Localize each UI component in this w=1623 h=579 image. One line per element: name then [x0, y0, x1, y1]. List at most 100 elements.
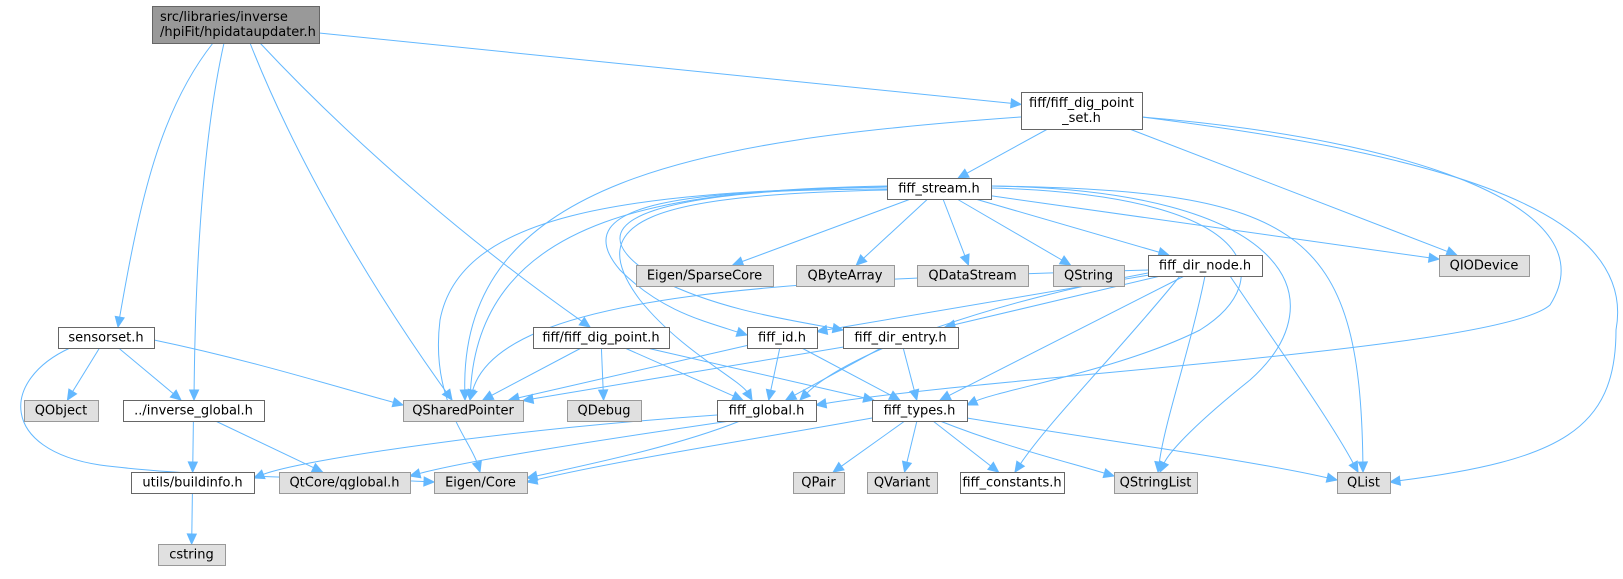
arrowhead — [1357, 461, 1369, 474]
node-label: cstring — [169, 548, 213, 563]
edge-line — [793, 347, 882, 397]
edge-line — [824, 116, 1562, 405]
edge-direntry-to-fiffglobal — [784, 347, 882, 401]
node-constants[interactable]: fiff_constants.h — [960, 472, 1065, 494]
node-box — [717, 400, 817, 422]
node-box — [279, 472, 411, 494]
node-fiffglobal[interactable]: fiff_global.h — [717, 400, 817, 422]
arrowhead — [1325, 472, 1339, 483]
arrowhead — [471, 460, 482, 474]
arrowhead — [799, 388, 812, 401]
edge-root-to-digpoint — [259, 42, 591, 328]
edge-stream-to-sparsecore — [731, 198, 911, 267]
node-box — [403, 400, 524, 422]
node-label: QList — [1347, 476, 1380, 491]
arrowhead — [815, 324, 829, 335]
edge-direntry-to-fifftypes — [902, 347, 920, 402]
node-box — [123, 400, 265, 422]
node-qpair: QPair — [793, 472, 845, 494]
node-label: /hpiFit/hpidataupdater.h — [160, 25, 316, 40]
edge-digpointset-to-qiodevice — [1129, 128, 1458, 257]
node-digpoint[interactable]: fiff/fiff_dig_point.h — [533, 327, 670, 349]
node-label: QPair — [801, 476, 836, 491]
node-direntry[interactable]: fiff_dir_entry.h — [843, 327, 959, 349]
edge-line — [840, 420, 906, 468]
arrowhead — [187, 461, 199, 474]
arrowhead — [408, 468, 422, 479]
arrowhead — [909, 388, 920, 402]
arrowhead — [814, 398, 828, 409]
arrowhead — [1445, 246, 1458, 257]
node-digpointset[interactable]: fiff/fiff_dig_point_set.h — [1021, 92, 1143, 130]
edge-line — [318, 32, 1013, 104]
edge-dirnode-to-constants — [1014, 275, 1181, 474]
node-label: QSharedPointer — [412, 404, 514, 419]
arrowhead — [441, 388, 453, 401]
node-stream[interactable]: fiff_stream.h — [887, 178, 992, 200]
node-label: fiff_dir_node.h — [1159, 259, 1251, 274]
edge-dirnode-to-qstringlist — [1154, 275, 1206, 474]
edge-fifftypes-to-constants — [932, 420, 1000, 473]
node-invglobal[interactable]: ../inverse_global.h — [123, 400, 265, 422]
edge-stream-to-fiffglobal — [619, 189, 888, 402]
node-fiffid[interactable]: fiff_id.h — [747, 327, 818, 349]
node-box — [796, 265, 895, 287]
node-buildinfo[interactable]: utils/buildinfo.h — [131, 472, 255, 494]
node-label: QString — [1064, 269, 1113, 284]
node-label: QDebug — [578, 404, 631, 419]
node-sensorset[interactable]: sensorset.h — [58, 327, 155, 349]
edge-stream-to-qlist — [990, 185, 1369, 474]
node-fifftypes[interactable]: fiff_types.h — [872, 400, 968, 422]
node-box — [843, 327, 959, 349]
node-root[interactable]: src/libraries/inverse/hpiFit/hpidataupda… — [152, 6, 320, 44]
node-label: QStringList — [1120, 476, 1192, 491]
edge-stream-to-fifftypes — [965, 187, 1242, 406]
arrowhead — [939, 390, 952, 401]
edge-line — [902, 347, 915, 392]
edge-line — [535, 417, 873, 481]
node-label: fiff/fiff_dig_point.h — [542, 331, 659, 346]
node-qstringlist: QStringList — [1114, 472, 1198, 494]
arrowhead — [1058, 255, 1072, 266]
edge-line — [517, 345, 748, 399]
edge-line — [646, 347, 866, 399]
arrowhead — [765, 388, 777, 402]
node-label: QByteArray — [808, 269, 883, 284]
edge-line — [119, 42, 214, 319]
node-label: src/libraries/inverse — [160, 10, 288, 25]
edge-line — [1141, 116, 1619, 482]
node-dirnode[interactable]: fiff_dir_node.h — [1148, 255, 1263, 277]
node-box — [58, 327, 155, 349]
node-box — [1337, 472, 1391, 494]
edge-dirnode-to-fifftypes — [939, 275, 1185, 401]
node-qsharedpointer: QSharedPointer — [403, 400, 524, 422]
node-label: QVariant — [874, 476, 930, 491]
edge-line — [1129, 128, 1449, 253]
arrowhead — [521, 393, 535, 404]
edge-line — [249, 42, 448, 393]
edge-line — [906, 420, 918, 464]
edge-fifftypes-to-qpair — [832, 420, 906, 473]
arrowhead — [169, 389, 182, 401]
edge-line — [624, 347, 735, 397]
arrowhead — [578, 316, 591, 328]
node-qdatastream: QDataStream — [917, 265, 1029, 287]
edge-root-to-qsharedpointer — [249, 42, 453, 401]
node-label: fiff_dir_entry.h — [854, 331, 946, 346]
edge-line — [966, 417, 1329, 479]
edge-line — [862, 198, 929, 260]
node-box — [24, 400, 99, 422]
arrowhead — [965, 395, 979, 406]
edge-fifftypes-to-eigencore — [525, 417, 873, 485]
node-label: fiff/fiff_dig_point — [1029, 96, 1134, 111]
edge-invglobal-to-buildinfo — [187, 420, 199, 474]
arrowhead — [310, 462, 324, 473]
node-qlist: QList — [1337, 472, 1391, 494]
edge-line — [193, 42, 225, 392]
node-qvariant: QVariant — [867, 472, 938, 494]
edge-invglobal-to-qglobal — [215, 420, 324, 473]
node-qdebug: QDebug — [567, 400, 642, 422]
nodes-layer: src/libraries/inverse/hpiFit/hpidataupda… — [24, 6, 1530, 566]
edge-line — [953, 275, 1161, 326]
